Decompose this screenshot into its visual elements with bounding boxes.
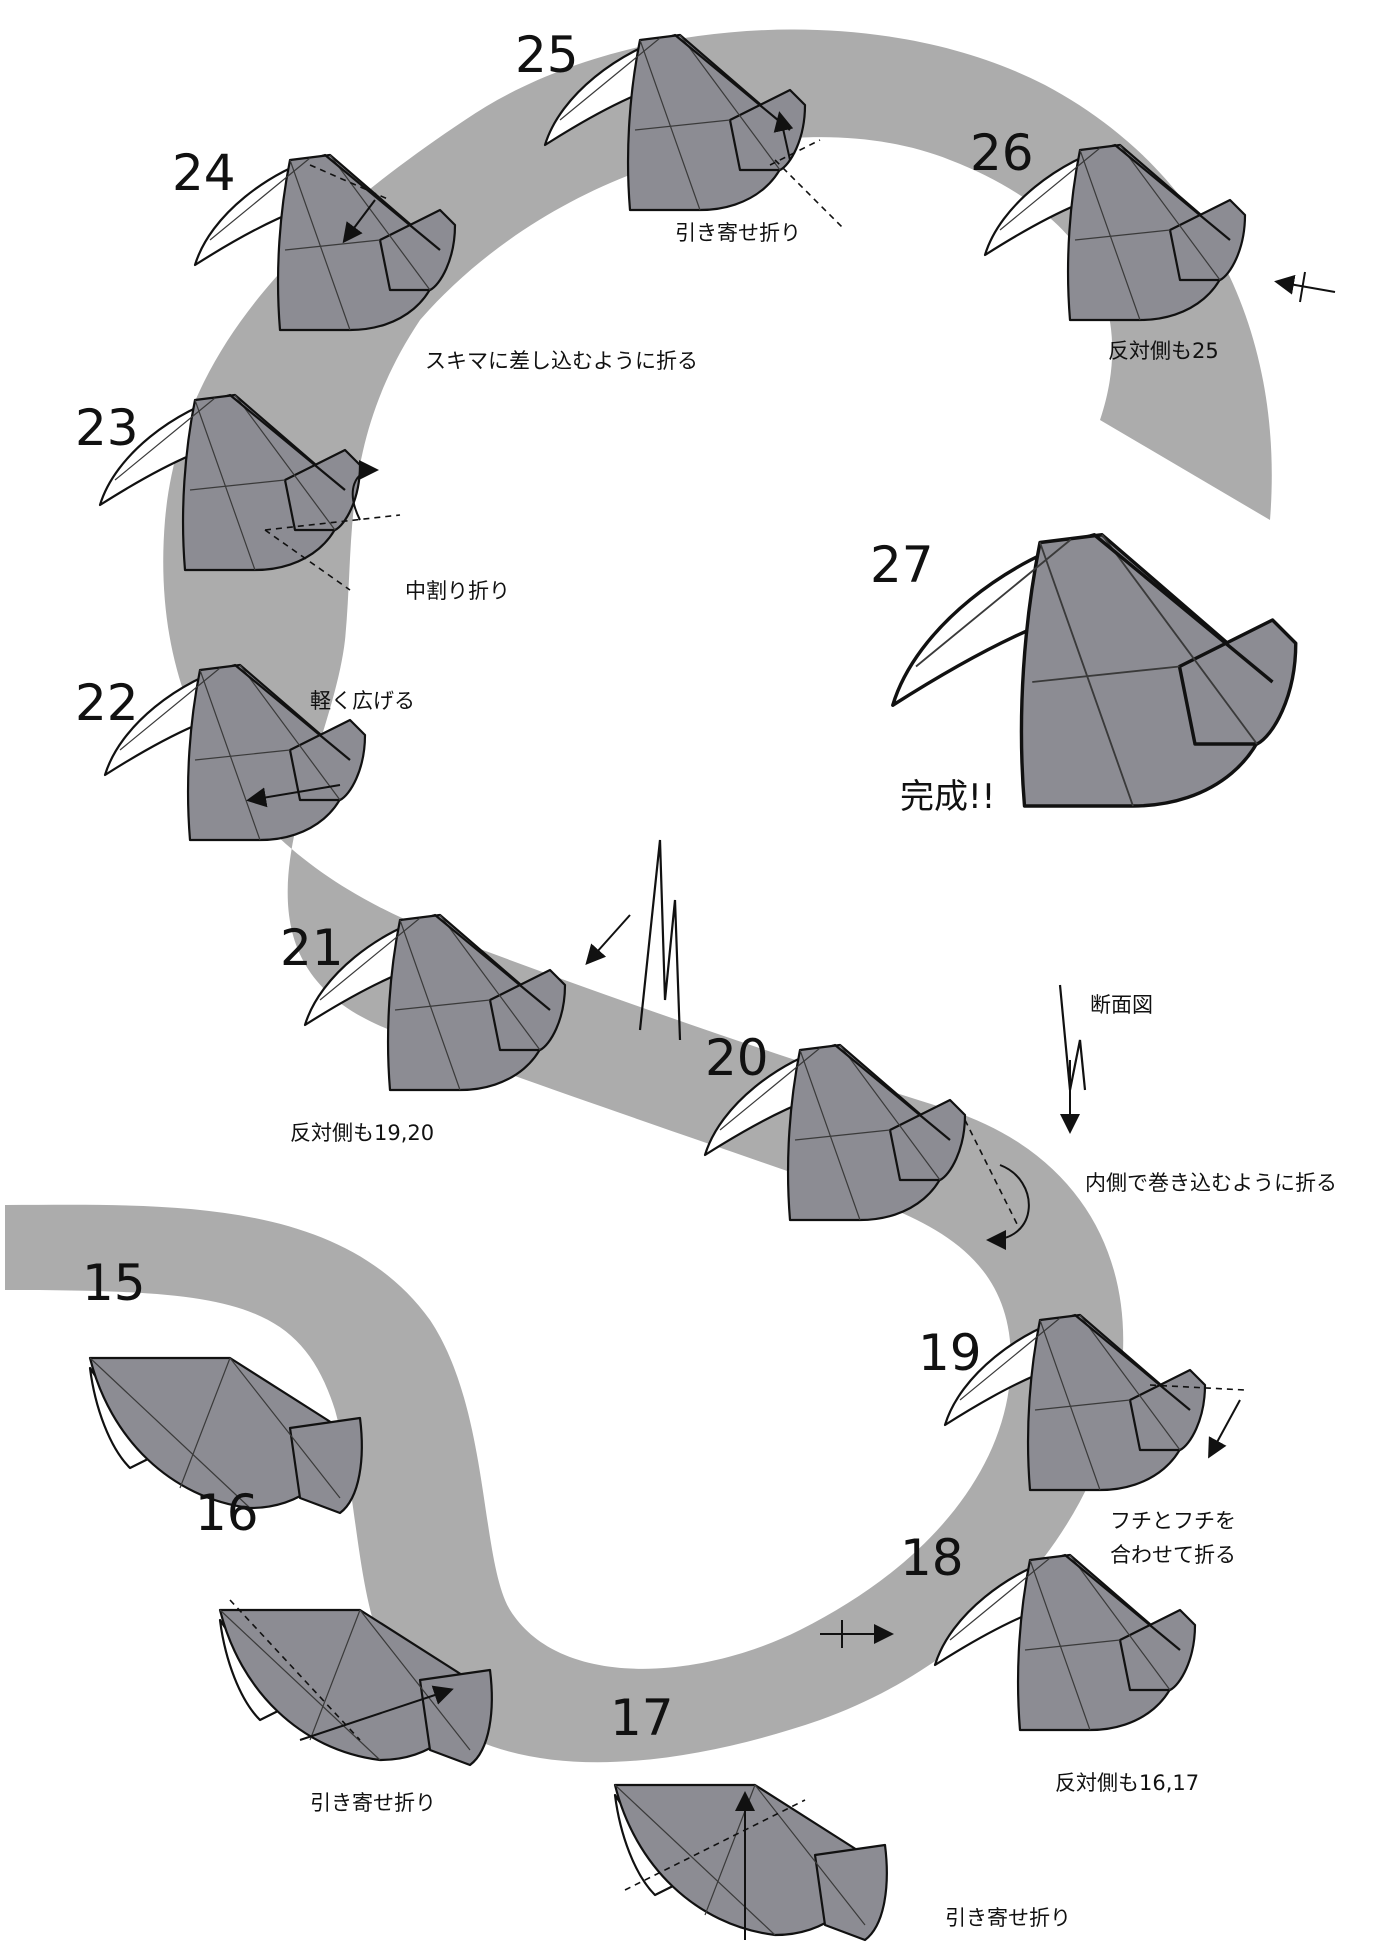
step-caption: 内側で巻き込むように折る [1085,1171,1337,1195]
step-caption-2: 合わせて折る [1110,1543,1236,1567]
section-label: 断面図 [1090,993,1153,1017]
step-caption: 引き寄せ折り [310,1791,436,1815]
step-number: 15 [82,1254,146,1312]
step-26: 26 反対側も25 [970,124,1336,363]
step-caption: 中割り折り [405,579,510,603]
step-number: 17 [610,1689,674,1747]
step-number: 25 [515,26,579,84]
step-23: 23 中割り折り [75,393,510,603]
step-15: 15 [82,1254,363,1515]
step-17: 17 引き寄せ折り [610,1689,1071,1942]
step-number: 22 [75,674,139,732]
step-19: 19 フチとフチを 合わせて折る [918,1313,1246,1567]
step-27: 27 完成!! [870,533,1298,817]
step-number: 27 [870,536,934,594]
step-caption: 引き寄せ折り [945,1906,1071,1930]
step-18: 18 反対側も16,17 [820,1529,1199,1795]
step-24: 24 スキマに差し込むように折る [172,144,698,373]
step-caption: 完成!! [900,777,995,817]
step-caption: スキマに差し込むように折る [425,349,698,373]
step-number: 26 [970,124,1034,182]
step-number: 24 [172,144,236,202]
step-25: 25 引き寄せ折り [515,26,846,245]
step-caption: 反対側も19,20 [290,1121,434,1145]
step-caption: 反対側も16,17 [1055,1771,1199,1795]
step-caption: 軽く広げる [310,689,415,713]
step-16: 16 引き寄せ折り [195,1484,493,1815]
step-number: 20 [705,1029,769,1087]
step-caption: 反対側も25 [1108,339,1219,363]
step-caption: 引き寄せ折り [675,221,801,245]
step-20: 20 断面図 内側で巻き込むように折る [703,984,1337,1250]
step-number: 18 [900,1529,964,1587]
step-caption: フチとフチを [1110,1509,1236,1533]
step-number: 19 [918,1324,982,1382]
step-number: 21 [280,919,344,977]
step-22: 22 軽く広げる [75,663,415,842]
step-number: 16 [195,1484,259,1542]
step-21: 21 反対側も19,20 [280,839,682,1145]
step-number: 23 [75,399,139,457]
